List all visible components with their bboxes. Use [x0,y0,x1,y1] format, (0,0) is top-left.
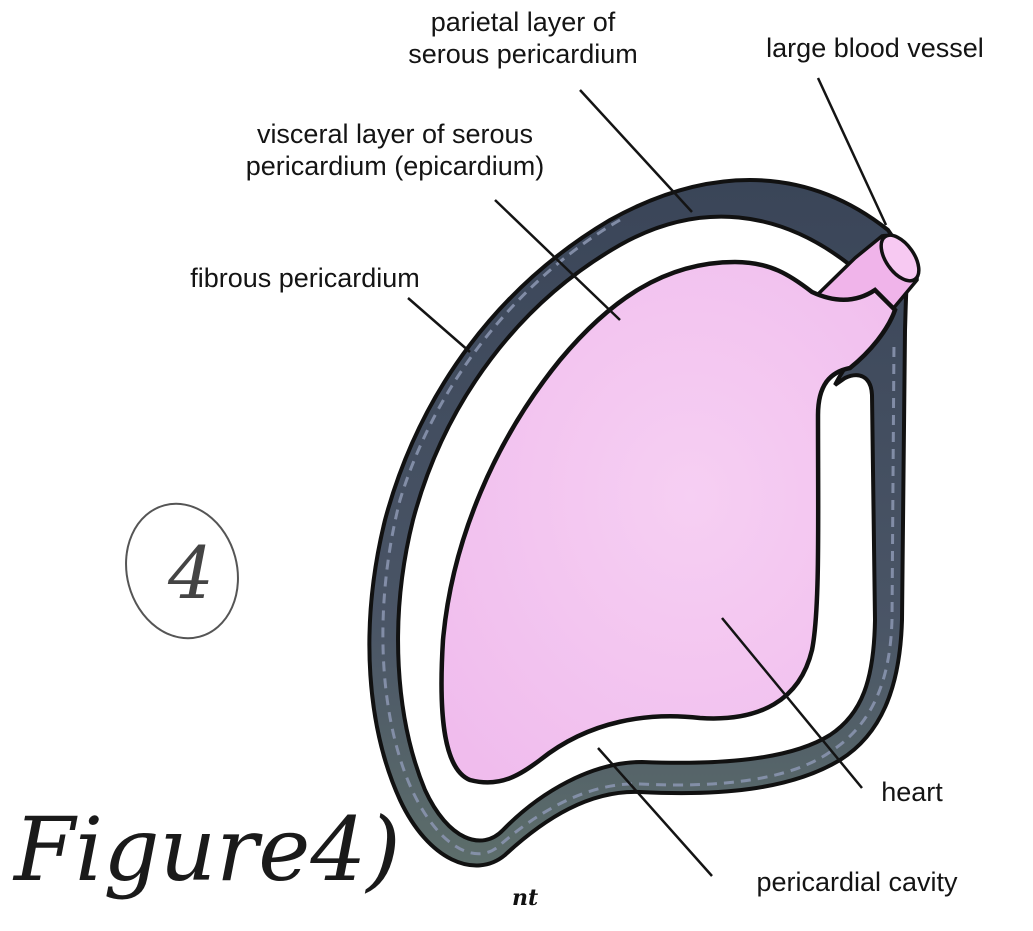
label-large-blood-vessel: large blood vessel [730,32,1020,64]
artist-mark: nt [512,885,538,911]
leader-fibrous [408,298,470,352]
label-fibrous-pericardium: fibrous pericardium [150,262,460,294]
label-parietal-layer: parietal layer of serous pericardium [358,6,688,70]
leader-parietal [580,90,692,212]
label-heart: heart [862,776,962,808]
label-visceral-line1: visceral layer of serous [195,118,595,150]
label-parietal-line2: serous pericardium [358,38,688,70]
circled-number-text: 4 [167,531,214,615]
label-visceral-layer: visceral layer of serous pericardium (ep… [195,118,595,182]
label-parietal-line1: parietal layer of [358,6,688,38]
figure-caption: Figure4) [12,798,401,901]
label-pericardial-cavity: pericardial cavity [712,866,1002,898]
label-visceral-line2: pericardium (epicardium) [195,150,595,182]
